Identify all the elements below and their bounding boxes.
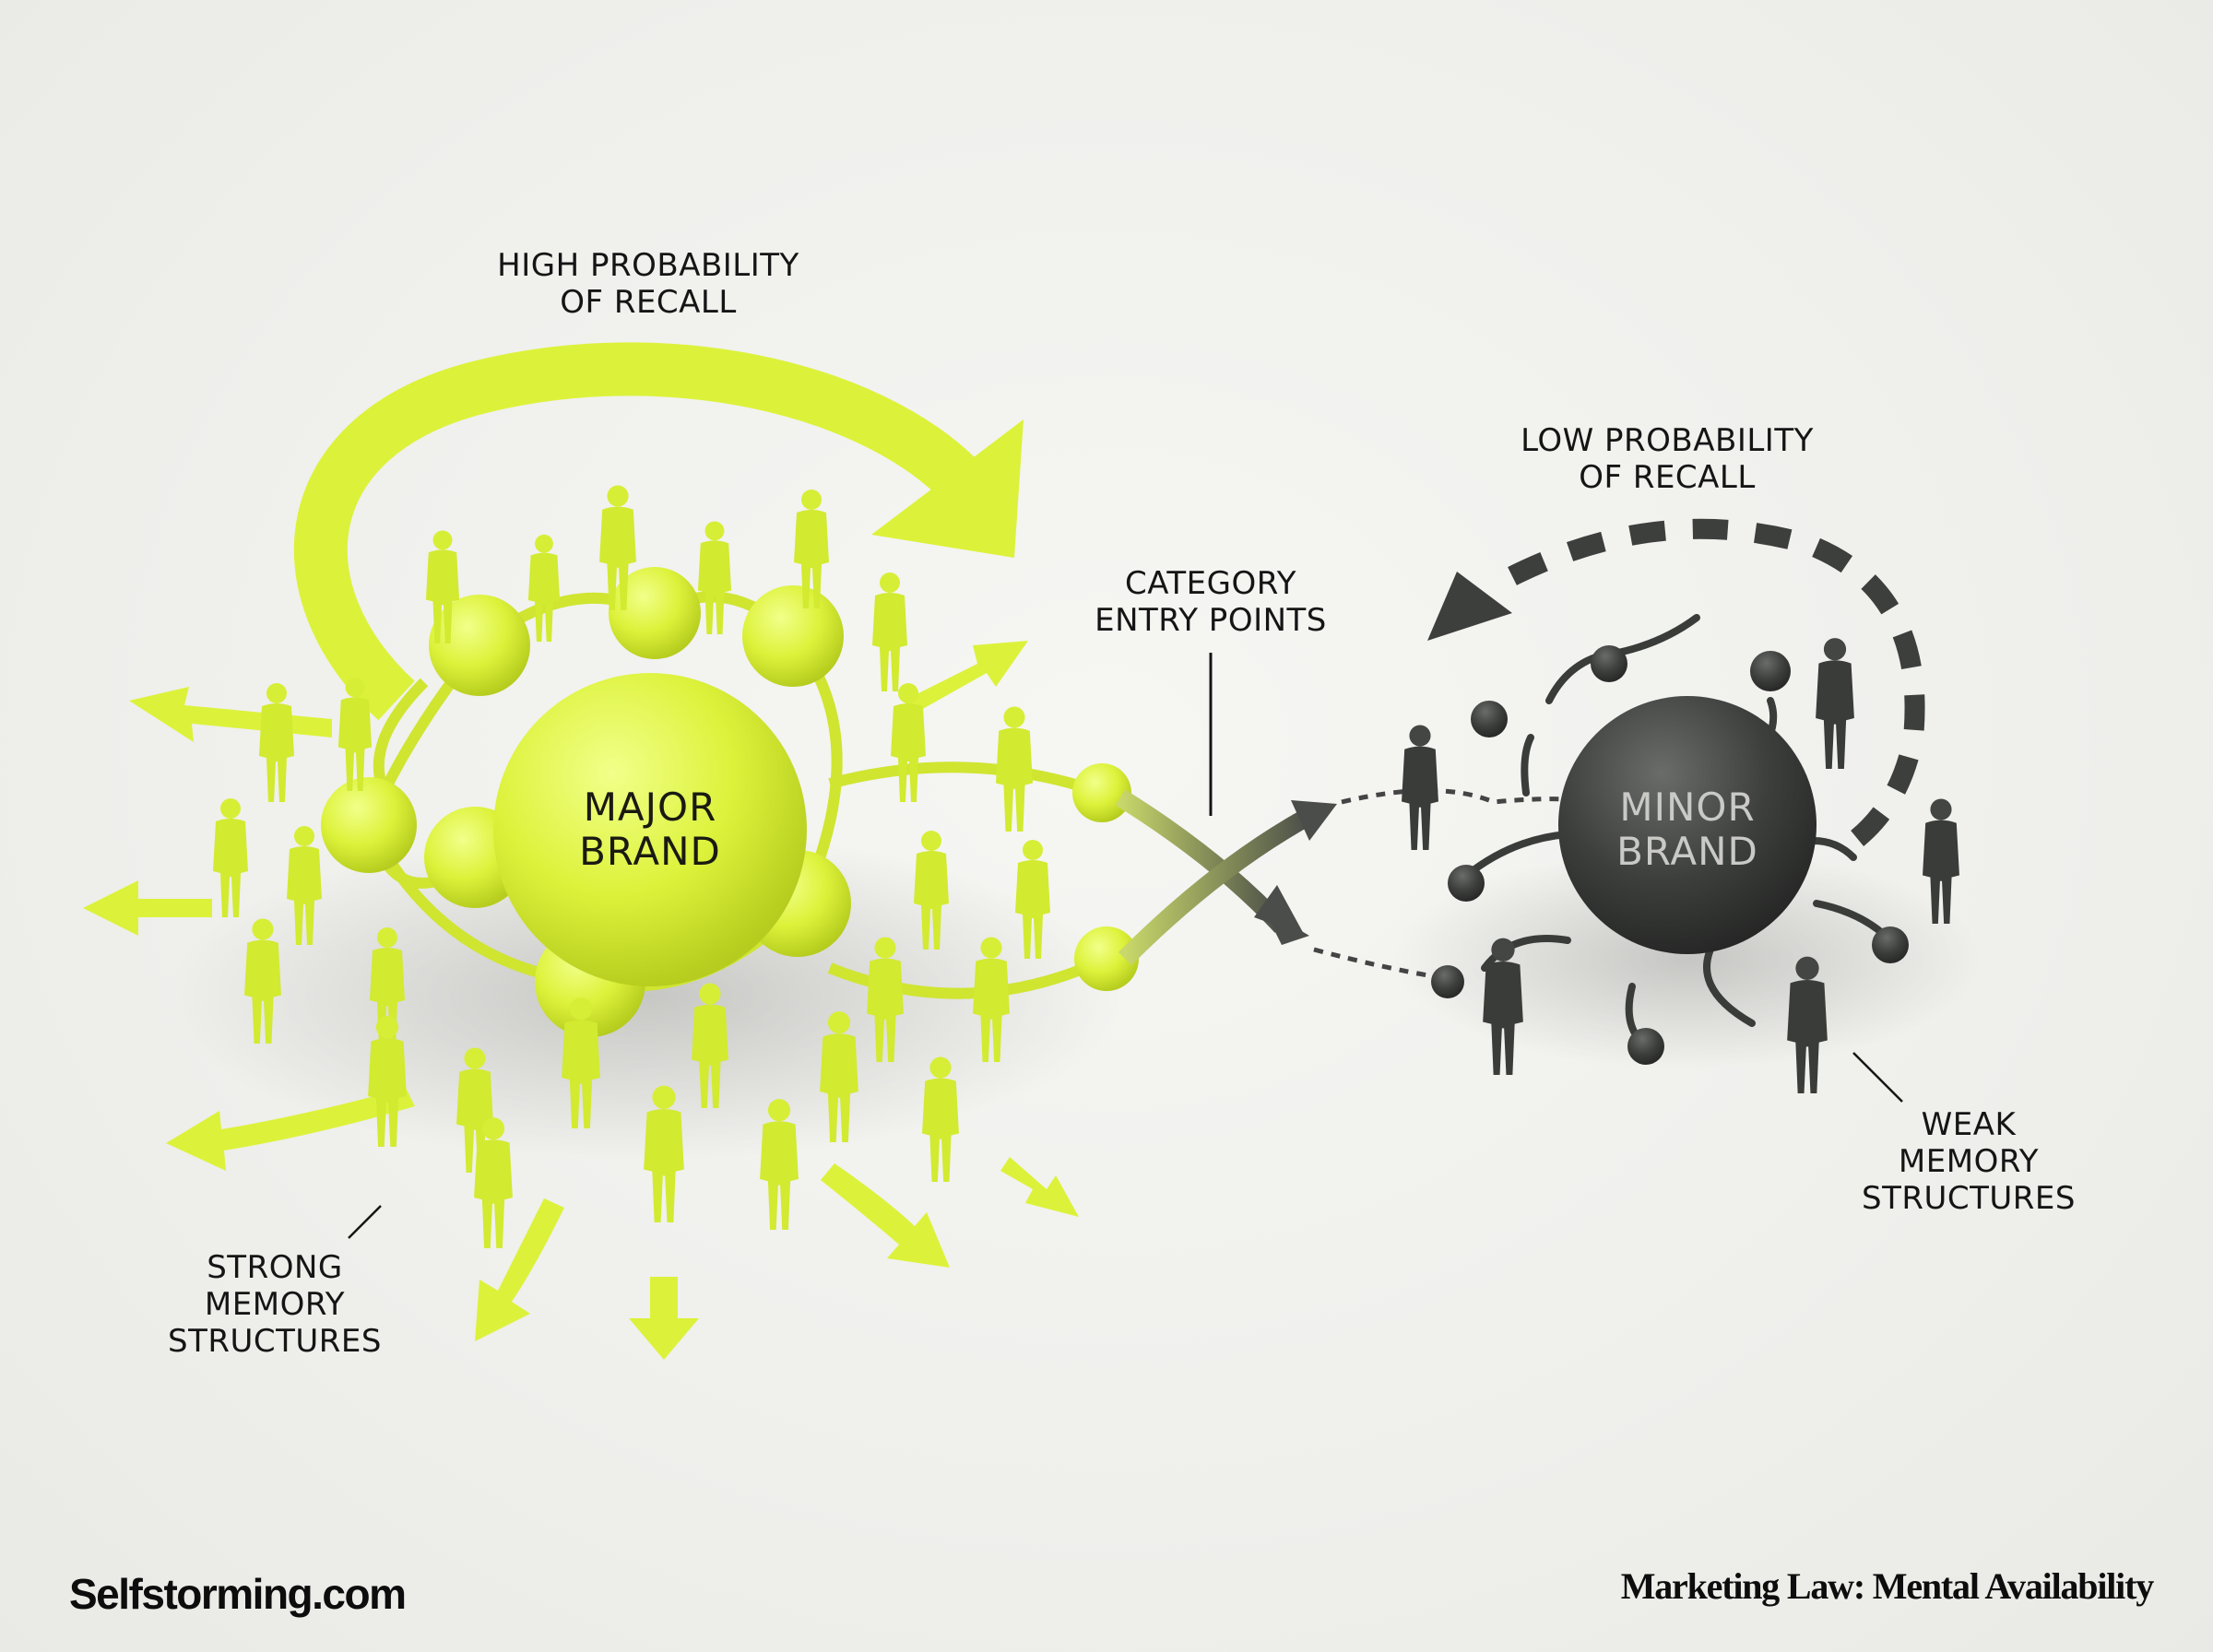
minor-brand-cluster bbox=[1313, 518, 1982, 1093]
category-entry-points-label: CATEGORY ENTRY POINTS bbox=[1095, 565, 1327, 639]
minor-brand-sphere bbox=[1558, 696, 1817, 954]
high-recall-label: HIGH PROBABILITY OF RECALL bbox=[497, 247, 799, 321]
low-recall-label: LOW PROBABILITY OF RECALL bbox=[1521, 422, 1814, 496]
strong-memory-label: STRONG MEMORY STRUCTURES bbox=[168, 1249, 382, 1360]
major-brand-sphere bbox=[493, 673, 807, 986]
category-entry-crossing-arrows-icon bbox=[1115, 789, 1337, 966]
minor-brand-label: MINOR BRAND bbox=[1616, 785, 1758, 874]
strong-memory-pointer-line bbox=[348, 1205, 382, 1239]
major-brand-label: MAJOR BRAND bbox=[579, 785, 721, 874]
footer-title: Marketing Law: Mental Availability bbox=[1620, 1565, 2155, 1607]
minor-recall-arrow-icon bbox=[1427, 518, 1925, 857]
weak-memory-pointer-line bbox=[1852, 1052, 1903, 1103]
major-brand-cluster bbox=[83, 342, 1139, 1360]
weak-memory-label: WEAK MEMORY STRUCTURES bbox=[1862, 1106, 2076, 1217]
weak-memory-node-spheres bbox=[1431, 645, 1909, 1065]
footer-brand-logo: Selfstorming.com bbox=[69, 1570, 407, 1618]
major-recall-arrow-icon bbox=[293, 342, 1024, 721]
